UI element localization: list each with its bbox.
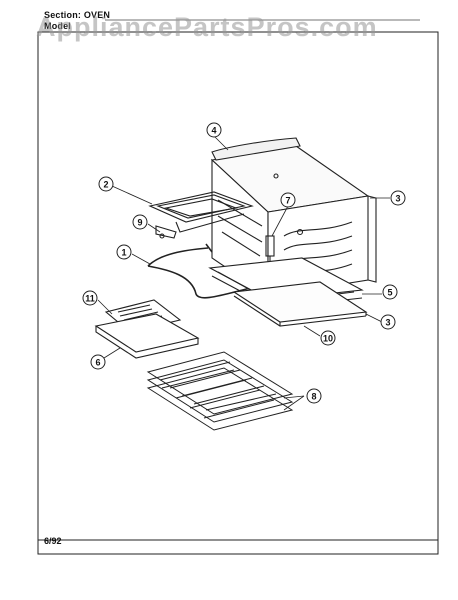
oven-bottom-base — [232, 281, 368, 327]
callout-6: 6 — [90, 354, 106, 370]
diagram-frame — [37, 31, 439, 555]
callout-label: 4 — [211, 126, 216, 136]
callout-label: 5 — [387, 288, 392, 298]
leader-lines — [97, 135, 390, 411]
callout-2: 2 — [98, 176, 114, 192]
callout-markers: 1 2 3 3 4 5 6 — [82, 122, 406, 404]
element-bracket — [155, 225, 177, 239]
model-heading: Model — [44, 21, 71, 31]
callout-3-top: 3 — [390, 190, 406, 206]
callout-label: 8 — [311, 392, 316, 402]
callout-label: 10 — [323, 334, 333, 344]
callout-7: 7 — [280, 192, 296, 208]
callout-8: 8 — [306, 388, 322, 404]
broil-element — [148, 191, 254, 233]
callout-label: 6 — [95, 358, 100, 368]
callout-9: 9 — [132, 214, 148, 230]
callout-label: 9 — [137, 218, 142, 228]
model-label: Model — [44, 21, 71, 31]
callout-label: 3 — [395, 194, 400, 204]
site-watermark: AppliancePartsPros.com — [36, 12, 378, 42]
callout-1: 1 — [116, 244, 132, 260]
section-value: OVEN — [83, 10, 111, 20]
callout-label: 11 — [85, 294, 95, 304]
callout-11: 11 — [82, 290, 98, 306]
callout-4: 4 — [206, 122, 222, 138]
callout-5: 5 — [382, 284, 398, 300]
revision-date: 6/92 — [44, 536, 62, 546]
callout-10: 10 — [320, 330, 336, 346]
oven-racks — [146, 351, 294, 431]
callout-3-bottom: 3 — [380, 314, 396, 330]
section-label: Section: — [44, 10, 82, 20]
section-heading: Section: OVEN — [44, 10, 110, 20]
callout-label: 3 — [385, 318, 390, 328]
broiler-pan — [94, 313, 200, 359]
callout-label: 2 — [103, 180, 108, 190]
callout-label: 1 — [121, 248, 126, 258]
callout-label: 7 — [285, 196, 290, 206]
